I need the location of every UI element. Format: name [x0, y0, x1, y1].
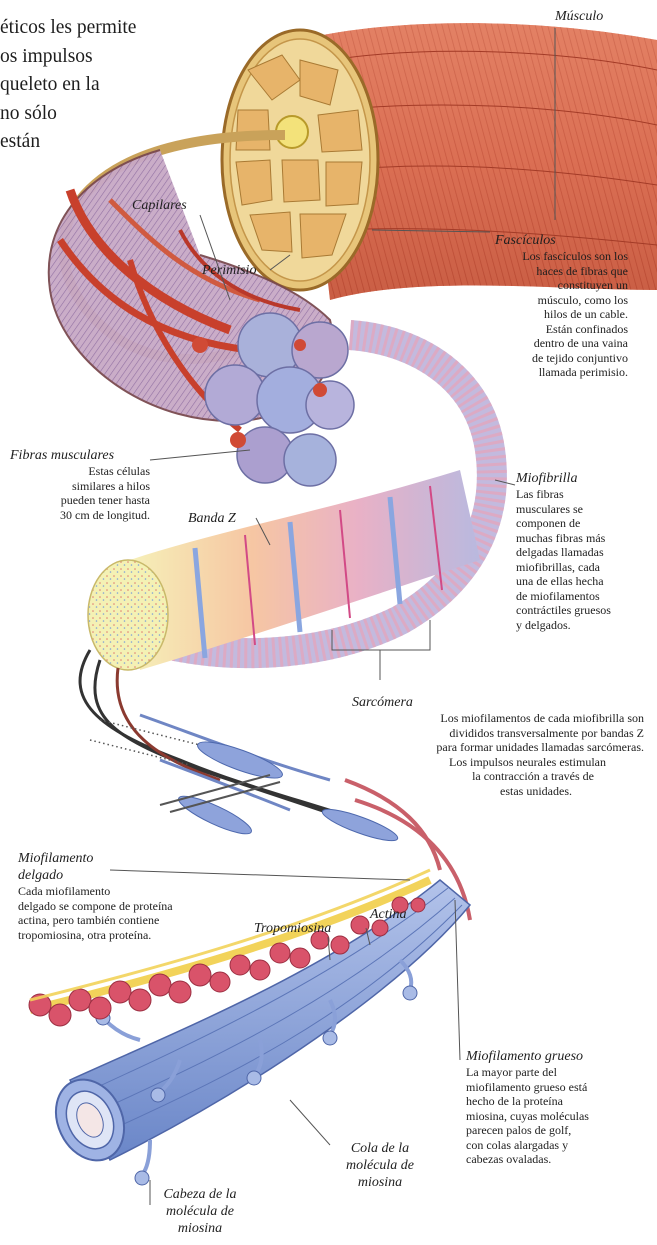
callout-cabeza-title: molécula de — [140, 1203, 260, 1220]
intro-line: están — [0, 128, 200, 157]
callout-miofibrilla-line: delgadas llamadas — [516, 545, 656, 560]
label-musculo: Músculo — [555, 8, 603, 25]
callout-grueso-line: parecen palos de golf, — [466, 1123, 646, 1138]
label-capilares-text: Capilares — [132, 197, 187, 214]
label-actina: Actina — [370, 906, 407, 923]
callout-miofibrilla-line: musculares se — [516, 502, 656, 517]
callout-cabeza-title: miosina — [140, 1220, 260, 1237]
callout-grueso: Miofilamento grueso La mayor parte del m… — [466, 1048, 646, 1167]
callout-miofibrilla-line: Las fibras — [516, 487, 656, 502]
callout-fasciculos: Fascículos Los fascículos son los haces … — [478, 232, 628, 380]
callout-sarcomera-line: la contracción a través de — [340, 769, 644, 784]
callout-grueso-title: Miofilamento grueso — [466, 1048, 646, 1065]
callout-sarcomera-line: estas unidades. — [340, 784, 644, 799]
intro-line: éticos les permite — [0, 14, 200, 43]
label-tropomiosina-text: Tropomiosina — [254, 920, 331, 937]
callout-sarcomera-line: Los miofilamentos de cada miofibrilla so… — [340, 711, 644, 726]
callout-miofibrilla-line: muchas fibras más — [516, 531, 656, 546]
label-perimisio: Perimisio — [202, 262, 256, 279]
callout-delgado-line: delgado se compone de proteína — [18, 899, 248, 914]
callout-miofibrilla-title: Miofibrilla — [516, 470, 656, 487]
callout-fasciculos-line: de tejido conjuntivo — [478, 351, 628, 366]
label-actina-text: Actina — [370, 906, 407, 923]
callout-cola-title: molécula de — [320, 1157, 440, 1174]
callout-miofibrilla: Miofibrilla Las fibras musculares se com… — [516, 470, 656, 632]
callout-cola-title: miosina — [320, 1174, 440, 1191]
intro-line: queleto en la — [0, 71, 200, 100]
callout-grueso-line: con colas alargadas y — [466, 1138, 646, 1153]
callout-fibras-line: pueden tener hasta — [0, 493, 150, 508]
callout-miofibrilla-line: componen de — [516, 516, 656, 531]
callout-grueso-line: miosina, cuyas moléculas — [466, 1109, 646, 1124]
callout-fasciculos-line: constituyen un — [478, 278, 628, 293]
callout-fasciculos-line: haces de fibras que — [478, 264, 628, 279]
callout-fasciculos-line: hilos de un cable. — [478, 307, 628, 322]
intro-text: éticos les permite os impulsos queleto e… — [0, 14, 200, 157]
callout-fasciculos-line: Los fascículos son los — [478, 249, 628, 264]
label-musculo-text: Músculo — [555, 8, 603, 25]
callout-miofibrilla-line: y delgados. — [516, 618, 656, 633]
callout-fasciculos-line: dentro de una vaina — [478, 336, 628, 351]
callout-fasciculos-line: músculo, como los — [478, 293, 628, 308]
callout-miofibrilla-line: de miofilamentos — [516, 589, 656, 604]
callout-delgado: Miofilamento delgado Cada miofilamento d… — [18, 850, 248, 942]
callout-fibras-line: 30 cm de longitud. — [0, 508, 150, 523]
callout-fasciculos-title: Fascículos — [478, 232, 628, 249]
label-tropomiosina: Tropomiosina — [254, 920, 331, 937]
callout-cola-title: Cola de la — [320, 1140, 440, 1157]
callout-delgado-title: delgado — [18, 867, 248, 884]
callout-fibras-line: Estas células — [0, 464, 150, 479]
callout-sarcomera-title: Sarcómera — [340, 694, 644, 711]
callout-fibras-title: Fibras musculares — [0, 447, 150, 464]
callout-delgado-line: Cada miofilamento — [18, 884, 248, 899]
callout-cola: Cola de la molécula de miosina — [320, 1140, 440, 1191]
label-banda-z-text: Banda Z — [188, 510, 236, 527]
callout-sarcomera-line: Los impulsos neurales estimulan — [340, 755, 644, 770]
callout-sarcomera-line: divididos transversalmente por bandas Z — [340, 726, 644, 741]
callout-grueso-line: hecho de la proteína — [466, 1094, 646, 1109]
muscle-cross-section — [222, 30, 378, 290]
callout-delgado-title: Miofilamento — [18, 850, 248, 867]
callout-delgado-line: tropomiosina, otra proteína. — [18, 928, 248, 943]
callout-grueso-line: La mayor parte del — [466, 1065, 646, 1080]
label-capilares: Capilares — [132, 197, 187, 214]
callout-sarcomera-line: para formar unidades llamadas sarcómeras… — [340, 740, 644, 755]
callout-fasciculos-line: llamada perimisio. — [478, 365, 628, 380]
intro-line: os impulsos — [0, 43, 200, 72]
callout-cabeza: Cabeza de la molécula de miosina — [140, 1186, 260, 1237]
callout-fibras-line: similares a hilos — [0, 479, 150, 494]
callout-miofibrilla-line: miofibrillas, cada — [516, 560, 656, 575]
callout-miofibrilla-line: contráctiles gruesos — [516, 603, 656, 618]
callout-miofibrilla-line: una de ellas hecha — [516, 574, 656, 589]
label-perimisio-text: Perimisio — [202, 262, 256, 279]
callout-sarcomera: Sarcómera Los miofilamentos de cada miof… — [340, 694, 644, 798]
callout-grueso-line: cabezas ovaladas. — [466, 1152, 646, 1167]
intro-line: no sólo — [0, 100, 200, 129]
callout-fasciculos-line: Están confinados — [478, 322, 628, 337]
callout-grueso-line: miofilamento grueso está — [466, 1080, 646, 1095]
callout-fibras: Fibras musculares Estas células similare… — [0, 447, 150, 522]
label-banda-z: Banda Z — [188, 510, 236, 527]
callout-cabeza-title: Cabeza de la — [140, 1186, 260, 1203]
callout-delgado-line: actina, pero también contiene — [18, 913, 248, 928]
